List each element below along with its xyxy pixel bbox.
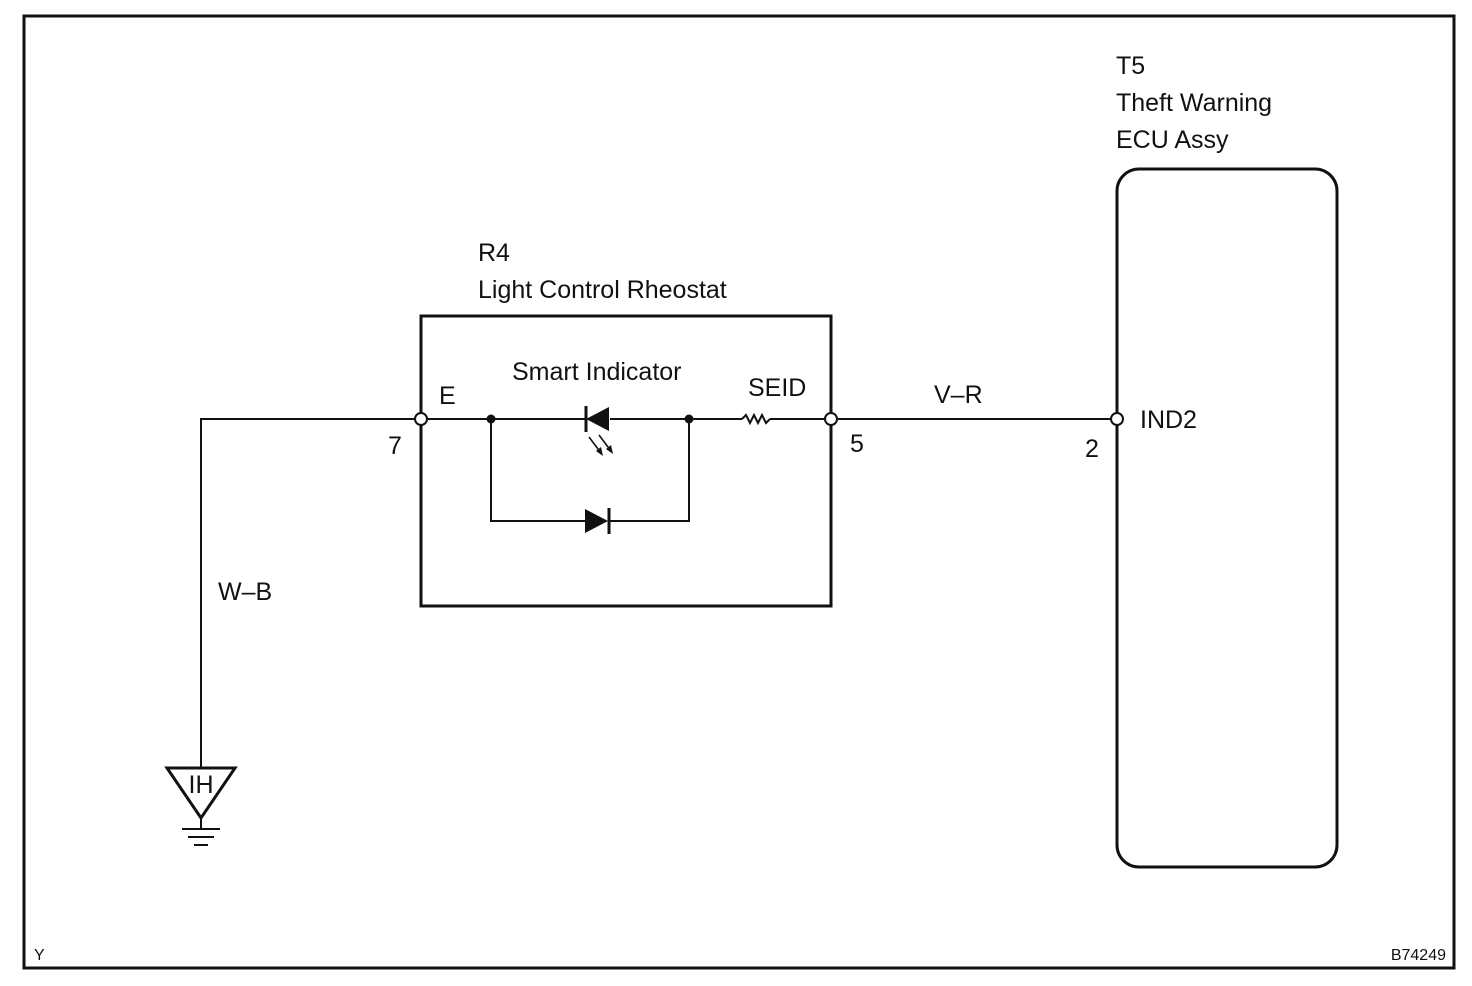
diagram-frame (22, 14, 1456, 970)
ground-point-icon (164, 766, 238, 846)
junction-dot-left (486, 414, 496, 424)
pin-right-number: 5 (850, 430, 864, 458)
corner-letter: Y (34, 947, 45, 964)
rheostat-box (419, 314, 833, 608)
junction-dot-right (684, 414, 694, 424)
connector-terminal-pin-5 (824, 412, 838, 426)
rheostat-code: R4 (478, 239, 510, 267)
smart-indicator-label: Smart Indicator (512, 358, 682, 386)
signal-wire-color: V–R (934, 381, 983, 409)
pin-left-number: 7 (388, 432, 402, 460)
rheostat-name: Light Control Rheostat (478, 276, 727, 304)
resistor-symbol (741, 412, 771, 426)
internal-wire-bypass-right (610, 419, 690, 522)
terminal-seid-label: SEID (748, 374, 806, 402)
ecu-code: T5 (1116, 52, 1145, 80)
connector-terminal-pin-2 (1110, 412, 1124, 426)
terminal-e-label: E (439, 382, 456, 410)
ground-wire-color: W–B (218, 578, 272, 606)
led-icon (584, 406, 613, 456)
diode-icon (585, 508, 611, 534)
ecu-terminal-label: IND2 (1140, 406, 1197, 434)
ecu-name-line2: ECU Assy (1116, 126, 1229, 154)
internal-wire-bypass (490, 419, 585, 522)
ecu-pin-number: 2 (1085, 435, 1099, 463)
ground-point-code: IH (189, 771, 214, 799)
ground-wire-line (200, 418, 416, 768)
ecu-name-line1: Theft Warning (1116, 89, 1272, 117)
figure-id: B74249 (1391, 947, 1446, 964)
ecu-box (1115, 167, 1339, 869)
connector-terminal-pin-7 (414, 412, 428, 426)
